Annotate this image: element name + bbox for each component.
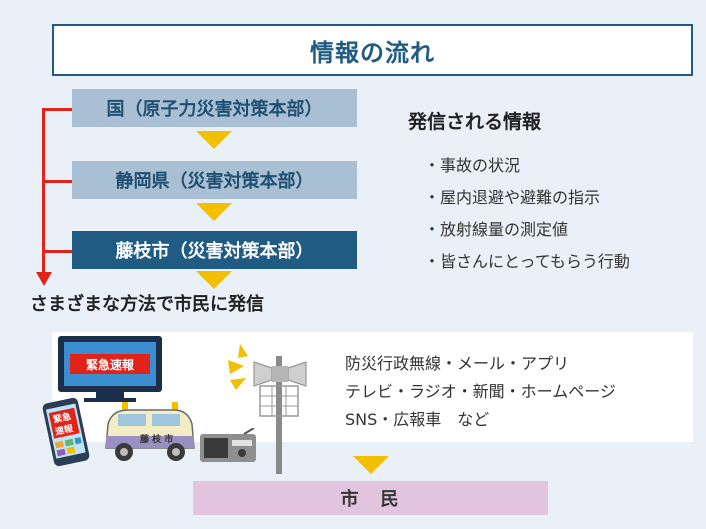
tv-alert-text: 緊急速報	[85, 358, 134, 372]
info-item: ・放射線量の測定値	[424, 220, 569, 239]
broadcast-label: さまざまな方法で市民に発信	[30, 294, 264, 315]
page-title: 情報の流れ	[310, 38, 435, 67]
flow-arrow-2	[196, 203, 232, 221]
smartphone-icon	[42, 397, 90, 467]
media-line: 防災行政無線・メール・アプリ	[345, 354, 570, 373]
org-national-label: 国（原子力災害対策本部）	[106, 99, 323, 120]
flow-arrow-1	[196, 131, 232, 149]
red-connector-city	[42, 250, 72, 253]
flow-arrow-4	[353, 456, 389, 474]
tv-icon	[58, 336, 162, 402]
loudspeaker-tower-icon	[228, 344, 307, 474]
org-national: 国（原子力災害対策本部）	[72, 89, 357, 127]
title-box: 情報の流れ	[52, 24, 693, 76]
pr-car-icon	[105, 402, 195, 461]
info-item: ・屋内退避や避難の指示	[424, 188, 601, 207]
red-arrow-head	[36, 272, 52, 286]
info-item: ・皆さんにとってもらう行動	[424, 252, 630, 271]
org-prefecture: 静岡県（災害対策本部）	[72, 161, 357, 199]
red-connector-vertical	[42, 108, 45, 274]
info-heading: 発信される情報	[408, 111, 542, 133]
org-city-label: 藤枝市（災害対策本部）	[115, 241, 314, 262]
media-line: テレビ・ラジオ・新聞・ホームページ	[345, 382, 616, 401]
radio-icon	[200, 428, 256, 462]
citizens-label: 市 民	[340, 489, 401, 510]
pr-car-label: 藤 枝 市	[140, 435, 174, 445]
org-prefecture-label: 静岡県（災害対策本部）	[115, 171, 314, 192]
citizens-box: 市 民	[193, 481, 548, 515]
red-connector-national	[42, 108, 72, 111]
info-item: ・事故の状況	[424, 156, 521, 175]
red-connector-prefecture	[42, 180, 72, 183]
media-line: SNS・広報車 など	[345, 410, 490, 429]
org-city: 藤枝市（災害対策本部）	[72, 231, 357, 269]
flow-arrow-3	[196, 271, 232, 289]
